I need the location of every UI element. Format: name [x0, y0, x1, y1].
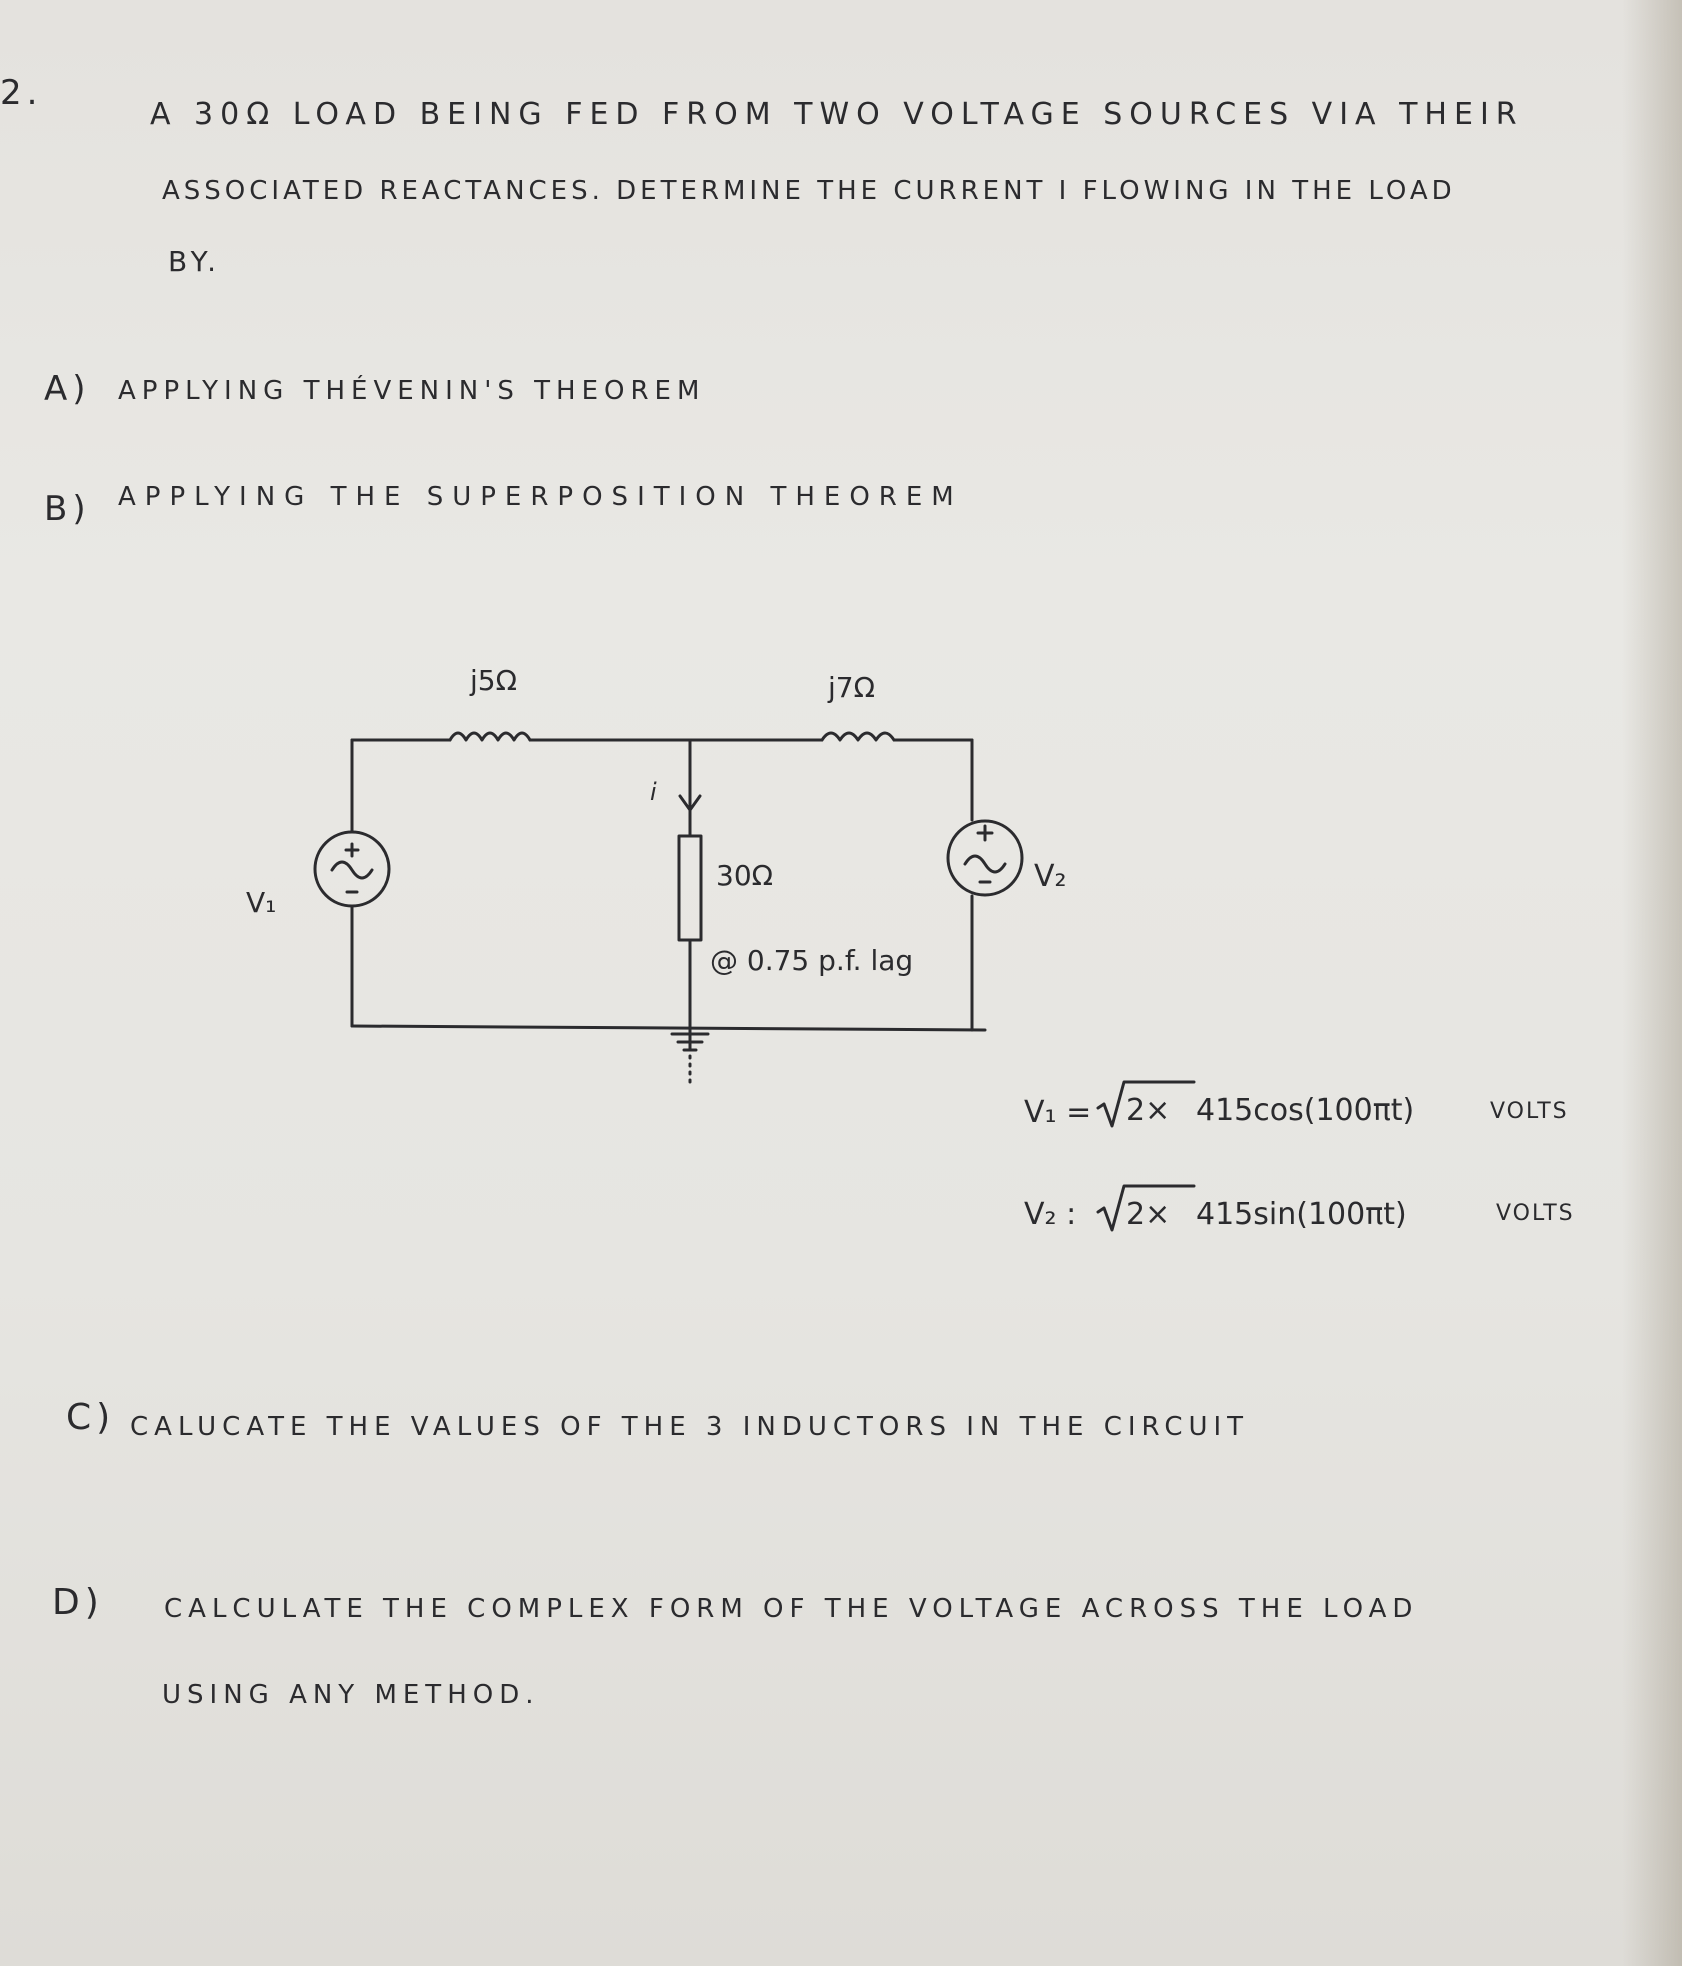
inductor-j5	[448, 731, 532, 742]
part-a-label: A)	[44, 369, 91, 409]
part-c-text: CALUCATE THE VALUES OF THE 3 INDUCTORS I…	[130, 1412, 1250, 1442]
part-d-text-2: USING ANY METHOD.	[162, 1680, 540, 1710]
sqrt-sign-1	[1096, 1080, 1196, 1128]
ac-source-2-plus	[976, 824, 994, 842]
ac-source-1-plus	[344, 842, 360, 858]
question-line-2: ASSOCIATED REACTANCES. DETERMINE THE CUR…	[162, 176, 1456, 206]
inductor2-label: j7Ω	[827, 671, 875, 704]
eq1-rhs: 415cos(100πt)	[1196, 1093, 1414, 1128]
sqrt-sign-2	[1096, 1184, 1196, 1232]
part-b-text: APPLYING THE SUPERPOSITION THEOREM	[118, 482, 963, 512]
ac-source-1-icon	[313, 830, 391, 908]
load-label: 30Ω	[716, 859, 773, 892]
eq2-unit: VOLTS	[1496, 1201, 1575, 1226]
question-line-3: BY.	[168, 245, 222, 278]
part-d-label: D)	[52, 1582, 104, 1623]
question-line-1: A 30Ω LOAD BEING FED FROM TWO VOLTAGE SO…	[150, 97, 1524, 132]
ac-source-2-icon	[946, 819, 1024, 897]
inductor-j7	[820, 731, 896, 742]
paper-edge-shadow	[1622, 0, 1682, 1966]
part-c-label: C)	[66, 1397, 116, 1438]
load-resistor	[677, 834, 703, 942]
wire-bottom	[350, 1024, 987, 1032]
question-number: 2.	[0, 73, 43, 113]
part-a-text: APPLYING THÉVENIN'S THEOREM	[118, 376, 706, 406]
eq1-unit: VOLTS	[1490, 1099, 1569, 1124]
source1-label: V₁	[246, 886, 276, 919]
current-arrow	[678, 773, 702, 812]
current-label: i	[650, 778, 657, 806]
ac-source-2-wave	[963, 854, 1007, 874]
eq2-sqrt-arg: 2×	[1126, 1197, 1170, 1232]
eq1-lhs: V₁ =	[1024, 1095, 1091, 1130]
eq2-rhs: 415sin(100πt)	[1196, 1197, 1407, 1232]
ground-icon	[670, 1032, 710, 1052]
part-b-label: B)	[44, 489, 91, 529]
eq2-lhs: V₂ :	[1024, 1197, 1076, 1232]
source2-label: V₂	[1034, 859, 1067, 894]
part-d-text: CALCULATE THE COMPLEX FORM OF THE VOLTAG…	[164, 1594, 1419, 1624]
inductor1-label: j5Ω	[469, 664, 517, 697]
load-pf-label: @ 0.75 p.f. lag	[710, 944, 913, 977]
ac-source-1-wave	[330, 860, 374, 880]
eq1-sqrt-arg: 2×	[1126, 1093, 1170, 1128]
